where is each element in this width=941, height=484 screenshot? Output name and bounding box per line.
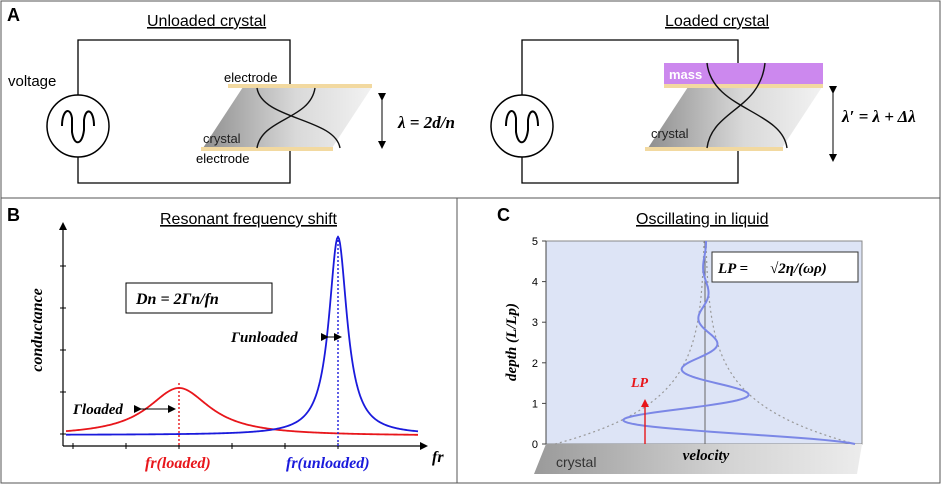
- mass-layer: [664, 63, 823, 84]
- c-crystal-label: crystal: [556, 454, 596, 470]
- velocity-profile-curve: [622, 241, 856, 445]
- panel-c-title: Oscillating in liquid: [636, 211, 769, 228]
- unloaded-wire-top: [77, 39, 291, 110]
- decay-envelope-left: [554, 240, 705, 445]
- loaded-ac-source-icon: [490, 94, 554, 158]
- loaded-wire-top: [521, 39, 739, 110]
- c-y-ticks: 0 1 2 3 4 5: [532, 236, 546, 451]
- c-y-label: depth (L/Lp): [504, 303, 520, 381]
- c-y-tick-label: 2: [532, 358, 538, 370]
- unloaded-ac-source-icon: [46, 94, 110, 158]
- voltage-label: voltage: [8, 73, 56, 90]
- panel-c-letter: C: [497, 205, 510, 225]
- gamma-unloaded-label: Γunloaded: [230, 330, 298, 346]
- c-y-tick-label: 3: [532, 317, 538, 329]
- decay-envelope-right: [705, 240, 856, 445]
- unloaded-bottom-electrode: [201, 147, 333, 151]
- dissipation-equation: Dn = 2Γn/fn: [135, 291, 219, 308]
- b-x-ticks: [72, 443, 339, 449]
- c-crystal-base: [534, 444, 862, 474]
- electrode-bottom-label: electrode: [196, 151, 249, 166]
- loaded-wire-bottom: [521, 142, 739, 184]
- fr-loaded-label: fr(loaded): [145, 455, 211, 472]
- panel-c: C Oscillating in liquid crystal 0 1 2 3 4 5 d…: [497, 205, 863, 474]
- panel-a: A Unloaded crystal voltage electrode cry…: [7, 5, 916, 184]
- loaded-wave-b: [706, 62, 766, 149]
- unloaded-equation: λ = 2d/n: [397, 113, 455, 132]
- loaded-wave-a: [706, 62, 788, 149]
- unloaded-top-electrode: [228, 84, 372, 88]
- c-y-tick-label: 5: [532, 236, 538, 248]
- c-x-label: velocity: [683, 448, 730, 464]
- c-y-tick-label: 4: [532, 277, 538, 289]
- penetration-equation-lhs: LP =: [717, 261, 748, 277]
- b-y-label: conductance: [29, 288, 46, 372]
- panel-b-title: Resonant frequency shift: [160, 211, 338, 228]
- gamma-loaded-label: Γloaded: [72, 402, 123, 418]
- conductance-curve-unloaded: [65, 235, 419, 436]
- panel-b-letter: B: [7, 205, 20, 225]
- fr-unloaded-label: fr(unloaded): [286, 455, 370, 472]
- b-y-ticks: [60, 265, 66, 435]
- loaded-crystal: [648, 87, 822, 148]
- mass-label: mass: [669, 67, 702, 82]
- penetration-equation-rhs: √2η/(ωρ): [770, 261, 827, 277]
- unloaded-wave-b: [256, 87, 316, 149]
- loaded-crystal-label: crystal: [651, 126, 689, 141]
- loaded-title: Loaded crystal: [665, 13, 769, 30]
- penetration-depth-label: LP: [630, 376, 649, 391]
- panel-b: B Resonant frequency shift conductance f…: [7, 205, 444, 472]
- unloaded-wave-a: [256, 87, 341, 149]
- penetration-equation-box: [711, 251, 859, 283]
- c-y-tick-label: 1: [532, 398, 538, 410]
- loaded-equation: λ′ = λ + Δλ: [841, 107, 916, 126]
- dissipation-equation-box: [125, 282, 273, 314]
- unloaded-wire-bottom: [77, 142, 291, 184]
- unloaded-title: Unloaded crystal: [147, 13, 266, 30]
- electrode-top-label: electrode: [224, 70, 277, 85]
- loaded-top-electrode: [664, 84, 823, 88]
- c-y-tick-label: 0: [532, 439, 538, 451]
- loaded-bottom-electrode: [645, 147, 783, 151]
- panel-a-letter: A: [7, 5, 20, 25]
- conductance-curve-loaded: [65, 387, 419, 436]
- crystal-label: crystal: [203, 131, 241, 146]
- b-x-label: fr: [432, 449, 444, 466]
